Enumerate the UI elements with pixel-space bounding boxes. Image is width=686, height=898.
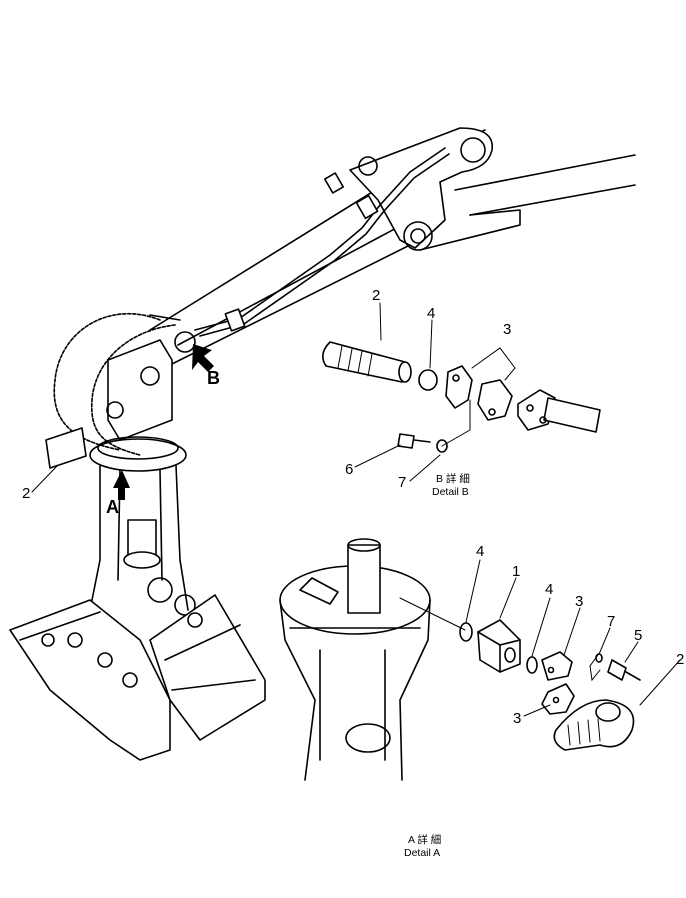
callout-a-oring-right: 4	[545, 581, 553, 598]
callout-a-washer: 7	[607, 613, 615, 630]
callout-main-hose: 2	[22, 485, 30, 502]
callout-b-washer: 7	[398, 474, 406, 491]
view-arrow-b	[192, 344, 214, 372]
grapple-assembly	[9, 331, 266, 761]
callout-a-bolt: 5	[634, 627, 642, 644]
callout-a-oring-left: 4	[476, 543, 484, 560]
callout-b-hose: 2	[372, 287, 380, 304]
callout-b-bolt: 6	[345, 461, 353, 478]
detail-a-caption-en: Detail A	[404, 847, 440, 859]
callout-arrow-b: B	[207, 368, 220, 388]
boom-assembly	[149, 127, 636, 371]
callout-b-oring: 4	[427, 305, 435, 322]
callout-arrow-a: A	[106, 497, 119, 517]
callout-a-flange-lower: 3	[513, 710, 521, 727]
b-oring	[418, 369, 438, 391]
callout-a-hose: 2	[676, 651, 684, 668]
detail-b	[322, 302, 601, 482]
detail-a-caption-jp: A 詳 細	[408, 833, 441, 846]
detail-a	[279, 538, 681, 781]
callout-a-block: 1	[512, 563, 520, 580]
callout-b-split-flange: 3	[503, 321, 511, 338]
coiled-hoses	[45, 312, 181, 469]
callout-a-flange-upper: 3	[575, 593, 583, 610]
view-arrow-a	[113, 470, 130, 500]
detail-b-caption-jp: B 詳 細	[436, 472, 470, 485]
detail-b-caption-en: Detail B	[432, 486, 469, 498]
